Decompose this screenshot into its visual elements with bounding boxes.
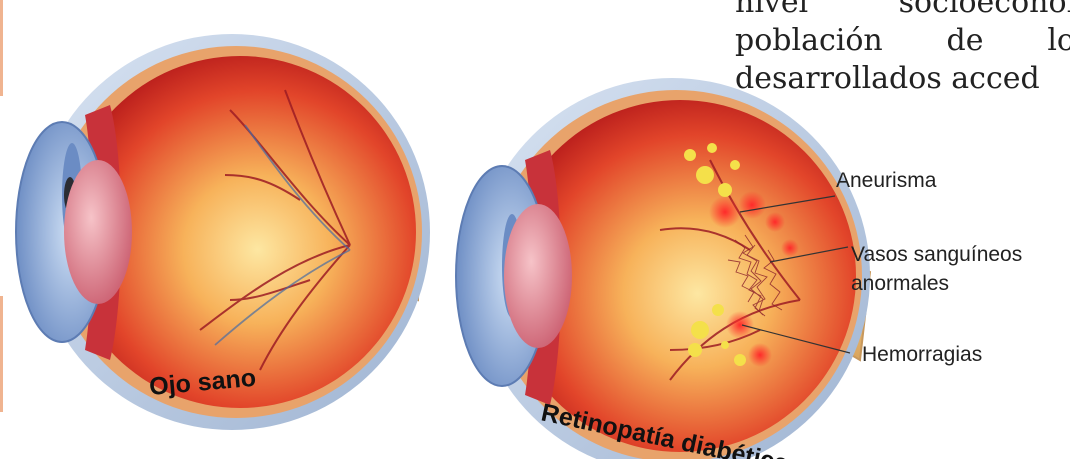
hemorrhages-label: Hemorragias — [862, 343, 982, 366]
vessels-label-line-1: Vasos sanguíneos — [851, 243, 1022, 266]
aneurysm-label: Aneurisma — [836, 169, 937, 192]
lens — [504, 204, 572, 348]
vessels-label-line-2: anormales — [851, 272, 949, 295]
lens — [64, 160, 132, 304]
diabetic-eye — [456, 78, 870, 459]
